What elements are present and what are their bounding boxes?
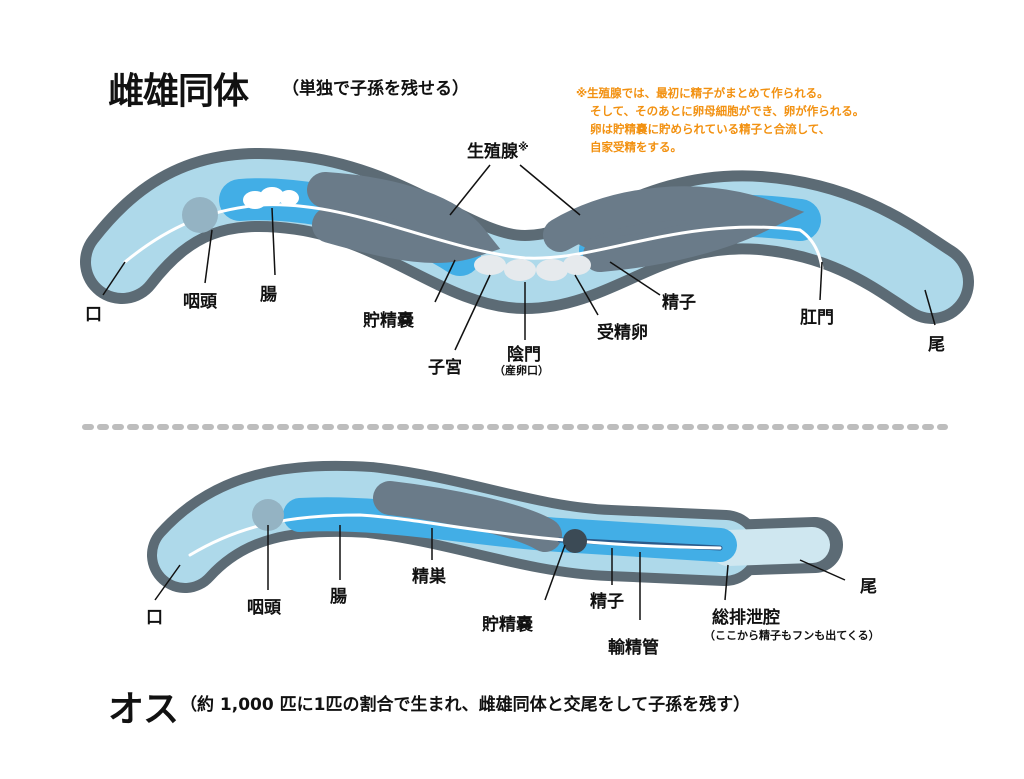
label-fertilized-egg: 受精卵 <box>597 323 648 343</box>
note-line: 卵は貯精嚢に貯められている精子と合流して、 <box>590 122 831 136</box>
label-vulva: 陰門 <box>507 345 541 365</box>
male-label-tail: 尾 <box>860 577 877 597</box>
label-vulva-sub: （産卵口） <box>494 364 549 377</box>
male-label-vas-deferens: 輸精管 <box>608 638 659 658</box>
label-sperm: 精子 <box>662 293 696 313</box>
leader-lines <box>102 164 936 620</box>
male-label-pharynx: 咽頭 <box>247 598 281 618</box>
hermaphrodite-title: 雌雄同体 <box>108 71 249 112</box>
male-label-seminal-vesicle: 貯精嚢 <box>482 615 533 635</box>
male-label-intestine: 腸 <box>330 587 347 607</box>
label-pharynx: 咽頭 <box>183 292 217 312</box>
label-gonad-text: 生殖腺 <box>467 142 518 162</box>
label-intestine: 腸 <box>260 285 277 305</box>
male-label-cloaca: 総排泄腔 <box>712 608 780 628</box>
male-label-sperm: 精子 <box>590 592 624 612</box>
male-label-testis: 精巣 <box>412 567 446 587</box>
note-line: そして、そのあとに卵母細胞ができ、卵が作られる。 <box>590 104 865 118</box>
label-gonad-mark: ※ <box>518 140 529 154</box>
label-mouth: 口 <box>85 305 102 325</box>
male-title: オス <box>108 689 179 730</box>
note-line: 自家受精をする。 <box>590 140 682 154</box>
male-label-mouth: 口 <box>146 608 163 628</box>
hermaphrodite-subtitle: （単独で子孫を残せる） <box>282 79 469 99</box>
label-anus: 肛門 <box>800 308 834 328</box>
label-uterus: 子宮 <box>428 358 462 378</box>
label-spermatheca: 貯精嚢 <box>363 311 414 331</box>
male-worm <box>147 460 843 593</box>
label-gonad: 生殖腺※ <box>467 137 529 162</box>
hermaphrodite-worm <box>80 148 974 324</box>
male-subtitle: （約 1,000 匹に1匹の割合で生まれ、雌雄同体と交尾をして子孫を残す） <box>180 695 751 715</box>
gonad-note: ※生殖腺では、最初に精子がまとめて作られる。 そして、そのあとに卵母細胞ができ、… <box>576 84 864 156</box>
note-line: ※生殖腺では、最初に精子がまとめて作られる。 <box>576 86 829 100</box>
label-tail: 尾 <box>928 335 945 355</box>
male-label-cloaca-sub: （ここから精子もフンも出てくる） <box>704 629 880 642</box>
